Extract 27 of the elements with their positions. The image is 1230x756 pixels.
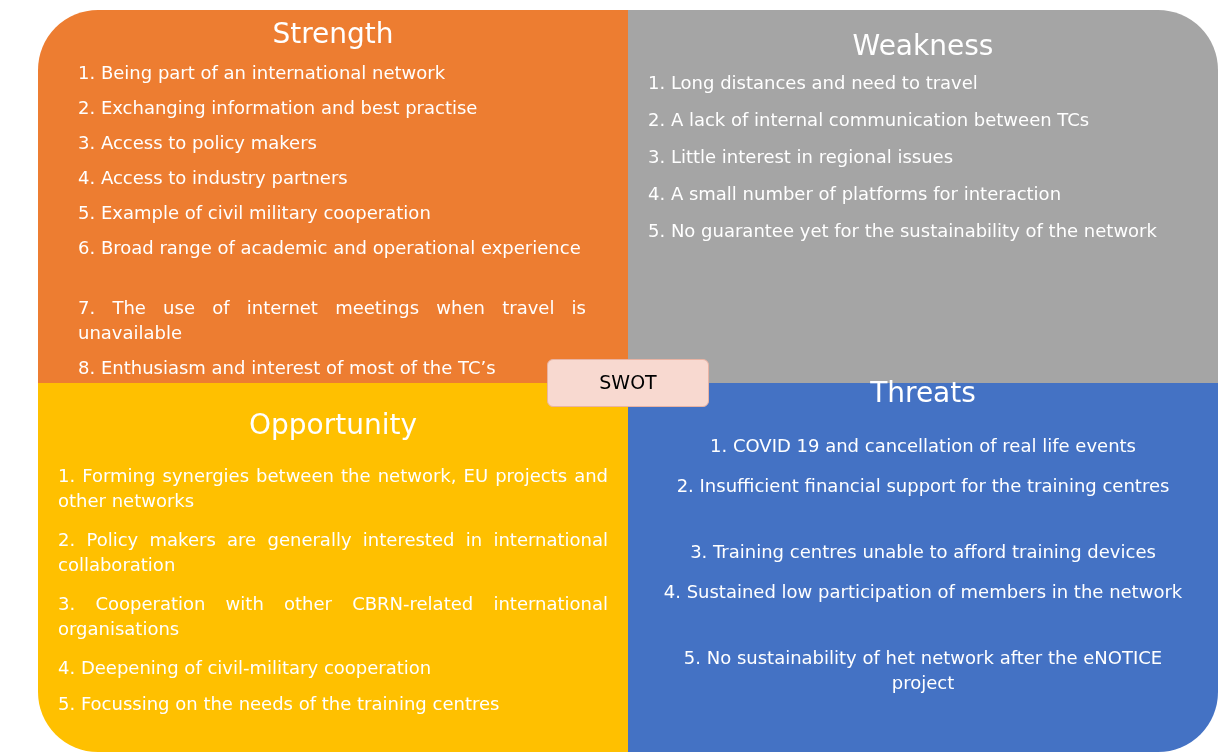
list-item: 4. Access to industry partners xyxy=(78,166,349,190)
list-item: 7. The use of internet meetings when travel is unavailable xyxy=(78,296,586,345)
list-item: 1. Being part of an international network xyxy=(78,61,447,85)
list-item: 2. Insufficient financial support for the training centres xyxy=(675,474,1171,498)
list-item: 5. Focussing on the needs of the training centres xyxy=(58,692,501,716)
list-item: 3. Access to policy makers xyxy=(78,131,318,155)
list-item: 1. Long distances and need to travel xyxy=(648,71,979,95)
quadrant-heading: Opportunity xyxy=(248,409,418,441)
list-item: 2. A lack of internal communication between TCs xyxy=(648,108,1091,132)
list-item: 3. Cooperation with other CBRN-related international organisations xyxy=(58,592,608,641)
quadrant-heading: Strength xyxy=(271,18,395,50)
list-item: 6. Broad range of academic and operational experience xyxy=(78,236,582,260)
list-item: 3. Little interest in regional issues xyxy=(648,145,955,169)
list-item: 8. Enthusiasm and interest of most of the TC’s xyxy=(78,356,497,380)
list-item: 5. No guarantee yet for the sustainability of the network xyxy=(648,219,1158,243)
list-item: 5. No sustainability of het network after the eNOTICE project xyxy=(682,646,1164,695)
list-item: 4. Deepening of civil-military cooperation xyxy=(58,656,433,680)
list-item: 4. Sustained low participation of members in the network xyxy=(662,580,1184,604)
center-label-box: SWOT xyxy=(547,359,709,407)
list-item: 1. Forming synergies between the network, EU projects and other networks xyxy=(58,464,608,513)
quadrant-heading: Weakness xyxy=(851,30,995,62)
list-item: 5. Example of civil military cooperation xyxy=(78,201,432,225)
list-item: 3. Training centres unable to afford training devices xyxy=(689,540,1157,564)
list-item: 1. COVID 19 and cancellation of real life events xyxy=(709,434,1137,458)
list-item: 4. A small number of platforms for interaction xyxy=(648,182,1063,206)
list-item: 2. Exchanging information and best practise xyxy=(78,96,479,120)
list-item: 2. Policy makers are generally interested in international collaboration xyxy=(58,528,608,577)
